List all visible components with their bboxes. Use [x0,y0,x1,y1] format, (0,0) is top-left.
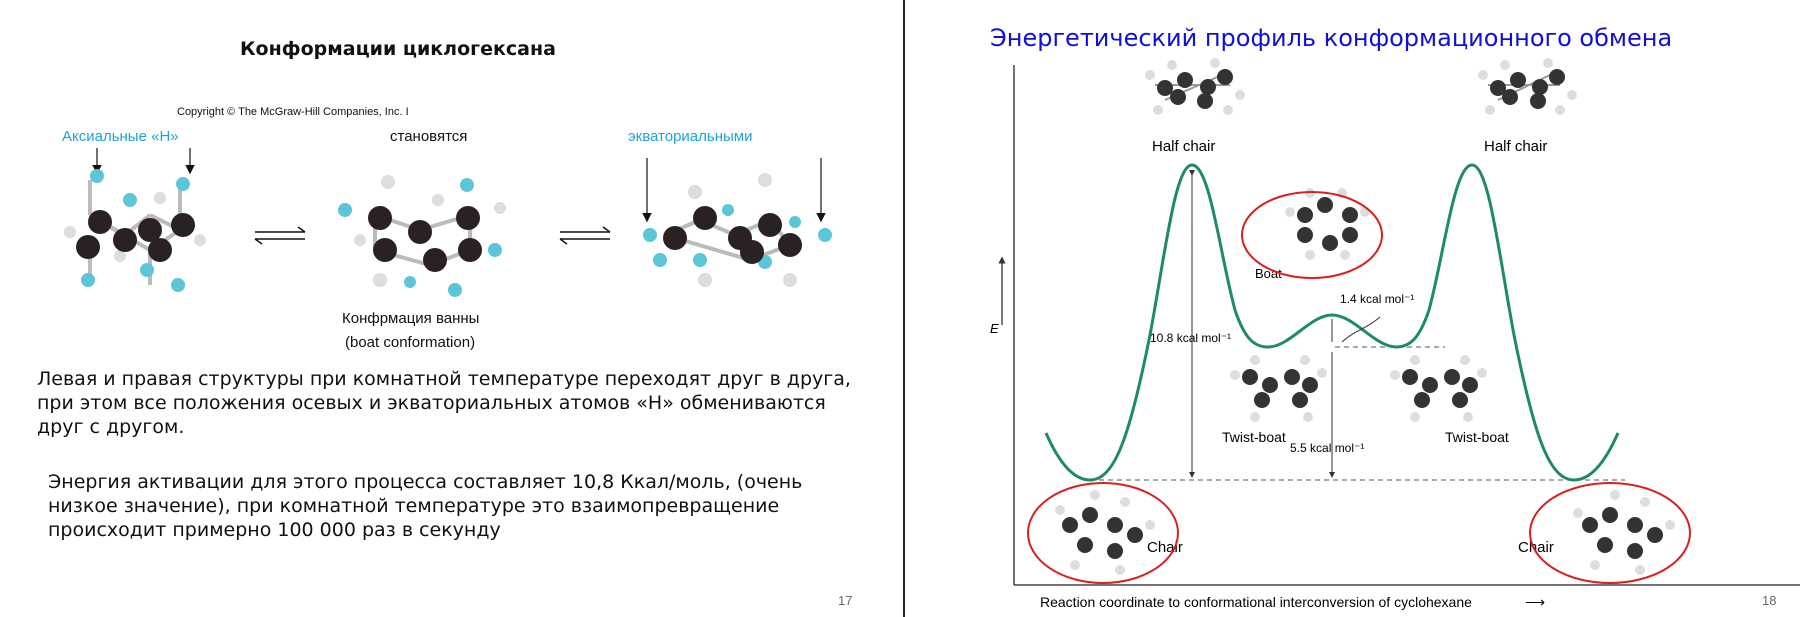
x-axis-label: Reaction coordinate to conformational in… [1040,594,1472,610]
boat-molecule [1285,188,1370,260]
half-chair-right-molecule [1478,58,1577,115]
cyclohexane-conformations-figure [64,148,832,297]
slide-17-title: Конформации циклогексана [240,38,556,60]
page-number-18: 18 [1762,593,1777,608]
y-axis-label: E [990,321,999,336]
half-chair-left-molecule [1145,58,1245,115]
half-chair-left-label: Half chair [1152,138,1215,155]
chair-right-highlight-circle [1529,482,1691,584]
x-axis-arrow: ⟶ [1525,594,1545,610]
become-label: становятся [390,128,468,145]
slide-18-title: Энергетический профиль конформационного … [990,24,1673,52]
equilibrium-arrows-1 [254,226,306,245]
slide-18: Энергетический профиль конформационного … [910,0,1809,617]
chair-right-molecule [1573,490,1675,575]
chair-molecule-right [643,173,832,287]
equilibrium-arrows-2 [559,226,611,245]
boat-label: Boat [1255,266,1282,281]
boat-molecule-center [338,175,506,297]
boat-caption-line2: (boat conformation) [345,334,476,351]
barrier-10-8-label: 10.8 kcal mol⁻¹ [1150,331,1231,345]
axial-h-label: Аксиальные «Н» [62,128,179,145]
slide-divider [903,0,905,617]
slide-17: Конформации циклогексана Copyright © The… [0,0,900,617]
chair-left-molecule [1055,490,1155,575]
twist-boat-right-label: Twist-boat [1445,429,1509,445]
barrier-1-4-leader [1341,316,1381,343]
equatorial-label: экваториальными [628,128,753,145]
paragraph-interconversion: Левая и правая структуры при комнатной т… [37,368,851,438]
twist-boat-left-label: Twist-boat [1222,429,1286,445]
boat-caption-line1: Конфрмация ванны [342,310,480,327]
twist-boat-right-molecule [1390,355,1487,422]
page-number-17: 17 [838,593,853,608]
half-chair-right-label: Half chair [1484,138,1547,155]
chair-molecule-left [64,169,206,292]
energy-profile-diagram: E 10.8 kcal mol⁻¹ 1.4 kcal mol⁻¹ 5.5 kca… [990,58,1800,610]
copyright-text: Copyright © The McGraw-Hill Companies, I… [177,106,409,118]
boat-highlight-circle [1241,191,1383,279]
barrier-5-5-label: 5.5 kcal mol⁻¹ [1290,441,1364,455]
twist-boat-left-molecule [1230,355,1327,422]
energy-curve [1044,163,1620,482]
chair-right-label: Chair [1518,539,1554,556]
barrier-1-4-label: 1.4 kcal mol⁻¹ [1340,292,1414,306]
paragraph-activation-energy: Энергия активации для этого процесса сос… [48,471,803,541]
chair-left-highlight-circle [1027,482,1179,584]
